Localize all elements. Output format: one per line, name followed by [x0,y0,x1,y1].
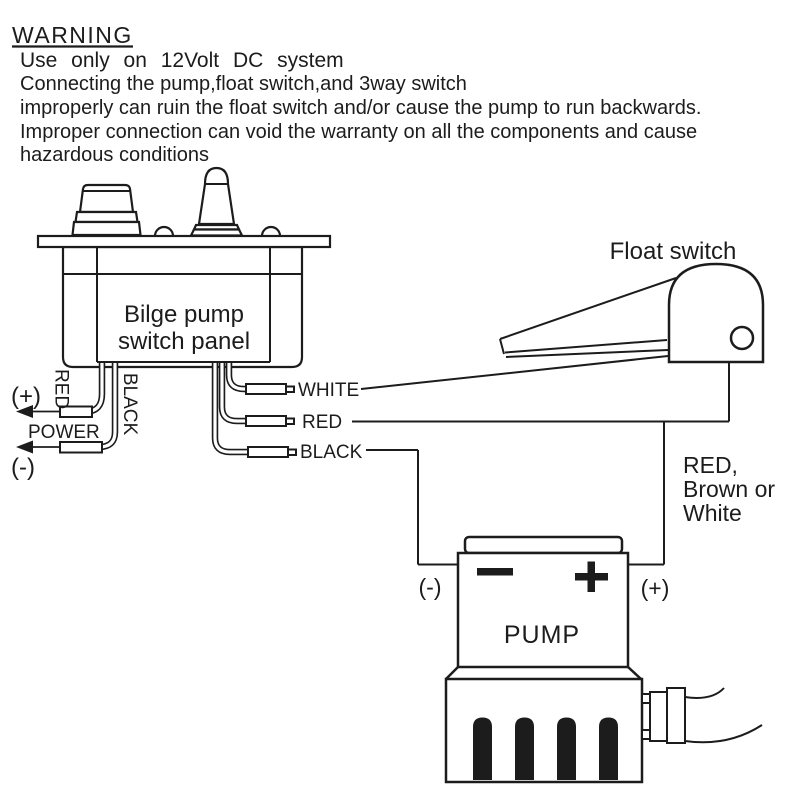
pump-positive-terminal-label: (+) [641,575,670,601]
white-wire-label: WHITE [298,380,359,401]
screw-bump-right [260,225,282,237]
black-wire-label: BLACK [119,373,140,436]
pump-negative-terminal-label: (-) [419,574,442,600]
warning-line-3: improperly can ruin the float switch and… [20,97,701,119]
pump: PUMP (-) (+) [419,535,763,784]
pump-shoulder-right [627,666,642,680]
power-leads: (+) RED POWER (-) BLACK [11,363,140,481]
negative-wire-connector [59,441,103,454]
panel-faceplate [36,234,332,249]
push-button-icon [71,183,142,237]
float-wire-note-line3: White [683,500,742,526]
panel-label-line1: Bilge pump [124,301,244,328]
bilge-pump-switch-panel: Bilge pump switch panel [36,166,332,369]
warning-line-1: Use only on 12Volt DC system [20,49,344,72]
black-wire-label2: BLACK [300,442,363,463]
white-wire-tip [285,385,295,393]
pump-outlet-icon [641,687,763,744]
pump-lid [463,535,624,555]
negative-sign-label: (-) [11,454,35,481]
panel-body [61,245,304,369]
connection-lines [352,355,730,566]
float-switch-pivot-icon [729,325,755,351]
panel-output-wires: WHITE RED BLACK [211,363,363,463]
plus-symbol-v-icon [587,561,595,592]
warning-line-2: Connecting the pump,float switch,and 3wa… [20,73,467,95]
arrow-left-negative-icon [16,440,33,454]
warning-header: WARNING Use only on 12Volt DC system Con… [12,22,701,166]
float-wire-note-line1: RED, [683,452,738,478]
float-switch: Float switch RED, Brown or White [499,238,775,526]
white-to-float-line [360,355,669,390]
warning-title: WARNING [12,22,133,48]
red-wire-label2: RED [302,412,342,433]
float-wire-note-line2: Brown or [683,476,775,502]
black-wire-tip [287,448,297,456]
power-label: POWER [28,422,100,443]
red-wire-connector [245,415,287,427]
red-wire-label: RED [51,369,72,409]
float-arm-icon [499,277,677,358]
black-wire-connector [247,446,289,458]
pump-intake-slots [473,717,618,780]
red-wire-tip [285,417,295,425]
screw-bump-left [153,225,175,237]
positive-sign-label: (+) [11,383,41,410]
arrow-left-positive-icon [16,405,33,418]
pump-label: PUMP [504,621,580,649]
minus-symbol-icon [477,568,513,576]
pump-shoulder-left [445,666,459,680]
panel-label-line2: switch panel [118,328,250,355]
toggle-switch-icon [189,166,244,237]
float-switch-label: Float switch [610,238,737,265]
warning-line-4: Improper connection can void the warrant… [20,121,697,143]
warning-line-5: hazardous conditions [20,144,209,166]
white-wire-connector [245,383,287,395]
